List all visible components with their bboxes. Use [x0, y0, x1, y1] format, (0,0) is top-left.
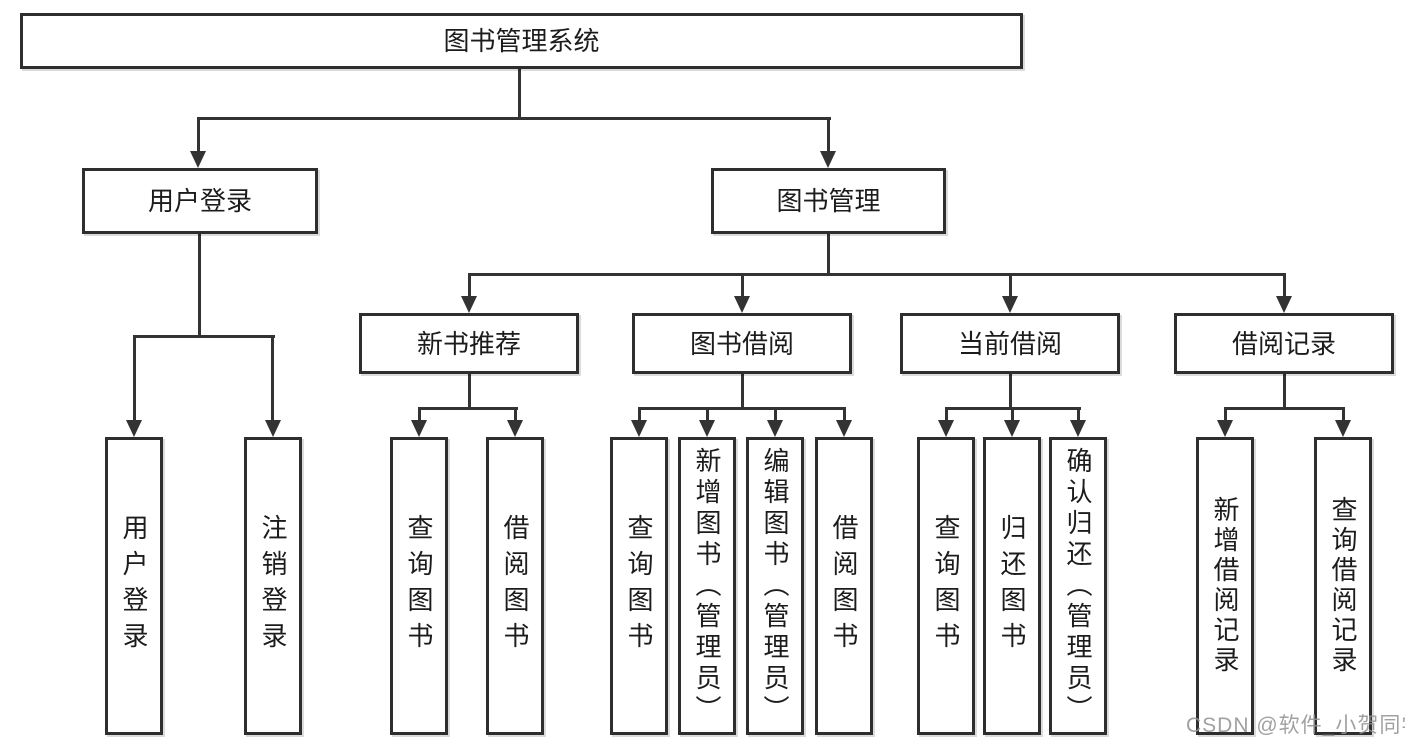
connector-level1-rail: [197, 117, 831, 120]
arrow-book-borrowing: [734, 296, 750, 313]
node-book-borrowing-label: 图书借阅: [689, 328, 794, 359]
node-root: 图书管理系统: [20, 13, 1023, 69]
connector-drop-add-record: [1224, 407, 1227, 421]
arrow-edit-book: [767, 420, 783, 437]
connector-drop-book-borrowing: [741, 273, 744, 298]
node-user-login-label: 用户登录: [147, 186, 252, 216]
arrow-new-book: [461, 296, 477, 313]
arrow-current-borrowing: [1002, 296, 1018, 313]
connector-book-borrowing-rail: [638, 407, 846, 410]
arrow-query-record: [1335, 420, 1351, 437]
connector-borrowing-records-stem: [1283, 374, 1286, 410]
arrow-confirm-return: [1070, 420, 1086, 437]
node-confirm-return-admin: 确认归还（管理员）: [1049, 437, 1107, 735]
node-user-login: 用户登录: [82, 168, 318, 234]
node-book-management-label: 图书管理: [776, 186, 881, 216]
node-query-books-3-label: 查询图书: [931, 514, 961, 658]
connector-drop-book-management: [827, 117, 830, 153]
node-add-book-admin: 新增图书（管理员）: [678, 437, 736, 735]
connector-drop-borrowing-records: [1283, 273, 1286, 298]
arrow-query-books-1: [411, 420, 427, 437]
connector-drop-add-book: [706, 407, 709, 421]
connector-drop-query-record: [1342, 407, 1345, 421]
node-return-books: 归还图书: [983, 437, 1041, 735]
watermark-text: CSDN @软件_小贺同学: [1186, 714, 1405, 737]
node-edit-book-admin: 编辑图书（管理员）: [746, 437, 804, 735]
node-add-borrow-record-label: 新增借阅记录: [1210, 496, 1240, 676]
arrow-borrow-books-1: [507, 420, 523, 437]
node-add-book-admin-label: 新增图书（管理员）: [692, 446, 722, 726]
node-borrow-books-2-label: 借阅图书: [829, 514, 859, 658]
connector-drop-query-books-3: [945, 407, 948, 421]
node-borrow-books-1: 借阅图书: [486, 437, 544, 735]
connector-new-book-stem: [468, 374, 471, 410]
node-add-borrow-record: 新增借阅记录: [1196, 437, 1254, 735]
node-book-borrowing: 图书借阅: [632, 313, 852, 374]
node-borrowing-records-label: 借阅记录: [1231, 328, 1336, 359]
node-borrow-books-1-label: 借阅图书: [500, 514, 530, 658]
node-borrow-books-2: 借阅图书: [815, 437, 873, 735]
node-query-books-1: 查询图书: [390, 437, 448, 735]
connector-drop-query-books-2: [638, 407, 641, 421]
arrow-query-books-3: [938, 420, 954, 437]
node-logout-leaf-label: 注销登录: [258, 514, 288, 658]
connector-user-login-rail: [133, 335, 275, 338]
arrow-add-record: [1217, 420, 1233, 437]
connector-drop-return-books: [1011, 407, 1014, 421]
connector-book-management-stem: [827, 234, 830, 276]
node-query-borrow-record-label: 查询借阅记录: [1328, 496, 1358, 676]
arrow-borrowing-records: [1276, 296, 1292, 313]
node-user-login-leaf-label: 用户登录: [119, 514, 149, 658]
connector-drop-confirm-return: [1077, 407, 1080, 421]
node-return-books-label: 归还图书: [997, 514, 1027, 658]
node-confirm-return-admin-label: 确认归还（管理员）: [1063, 446, 1093, 726]
arrow-return-books: [1004, 420, 1020, 437]
connector-current-borrowing-stem: [1009, 374, 1012, 410]
connector-book-borrowing-stem: [741, 374, 744, 410]
arrow-user-login: [190, 151, 206, 168]
connector-drop-borrow-books-1: [514, 407, 517, 421]
node-book-management: 图书管理: [711, 168, 946, 234]
connector-drop-logout-leaf: [271, 335, 274, 421]
node-user-login-leaf: 用户登录: [105, 437, 163, 735]
connector-drop-query-books-1: [418, 407, 421, 421]
connector-drop-edit-book: [774, 407, 777, 421]
node-root-label: 图书管理系统: [443, 26, 600, 56]
connector-new-book-rail: [418, 407, 518, 410]
connector-root-stem: [518, 69, 521, 119]
node-query-borrow-record: 查询借阅记录: [1314, 437, 1372, 735]
connector-user-login-stem: [198, 234, 201, 335]
node-borrowing-records: 借阅记录: [1174, 313, 1394, 374]
node-query-books-2-label: 查询图书: [624, 514, 654, 658]
arrow-book-management: [820, 151, 836, 168]
node-query-books-3: 查询图书: [917, 437, 975, 735]
connector-drop-new-book: [468, 273, 471, 298]
arrow-query-books-2: [631, 420, 647, 437]
connector-drop-current-borrowing: [1009, 273, 1012, 298]
arrow-logout-leaf: [265, 420, 281, 437]
node-logout-leaf: 注销登录: [244, 437, 302, 735]
node-current-borrowing-label: 当前借阅: [957, 328, 1062, 359]
arrow-login-leaf: [126, 420, 142, 437]
connector-drop-login-leaf: [133, 335, 136, 421]
node-current-borrowing: 当前借阅: [900, 313, 1120, 374]
connector-drop-borrow-books-2: [843, 407, 846, 421]
node-query-books-1-label: 查询图书: [404, 514, 434, 658]
node-edit-book-admin-label: 编辑图书（管理员）: [760, 446, 790, 726]
node-query-books-2: 查询图书: [610, 437, 668, 735]
connector-borrowing-records-rail: [1224, 407, 1345, 410]
arrow-borrow-books-2: [836, 420, 852, 437]
arrow-add-book: [699, 420, 715, 437]
connector-level2-rail: [468, 273, 1286, 276]
node-new-book-recommend-label: 新书推荐: [416, 328, 521, 359]
node-new-book-recommend: 新书推荐: [359, 313, 579, 374]
connector-drop-user-login: [197, 117, 200, 153]
